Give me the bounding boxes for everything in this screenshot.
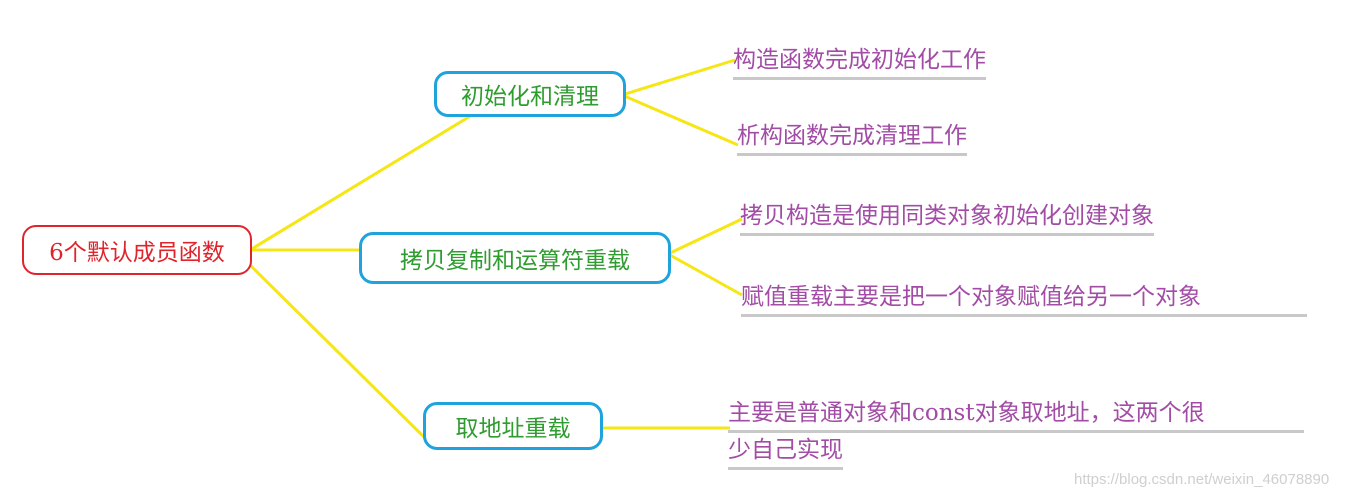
connector-branch-2-to-leaf-2 xyxy=(667,252,743,297)
branch-node-address-of: 取地址重载 xyxy=(423,402,603,450)
connector-branch-2-to-leaf-1 xyxy=(667,217,743,256)
leaf-assignment-overload: 赋值重载主要是把一个对象赋值给另一个对象 xyxy=(741,280,1307,317)
connector-root-to-branch-1 xyxy=(249,113,473,252)
connector-root-to-branch-3 xyxy=(248,263,429,442)
leaf-address-of-overload: 主要是普通对象和const对象取地址，这两个很 少自己实现 xyxy=(728,396,1304,470)
leaf-text-line-2: 少自己实现 xyxy=(728,433,843,470)
branch-node-label: 拷贝复制和运算符重载 xyxy=(400,248,630,274)
leaf-text-line-1: 主要是普通对象和const对象取地址，这两个很 xyxy=(728,396,1304,433)
watermark: https://blog.csdn.net/weixin_46078890 xyxy=(1074,471,1330,488)
leaf-constructor: 构造函数完成初始化工作 xyxy=(733,43,986,80)
root-node-label: 6个默认成员函数 xyxy=(49,240,225,266)
leaf-copy-constructor: 拷贝构造是使用同类对象初始化创建对象 xyxy=(740,199,1154,236)
branch-node-label: 初始化和清理 xyxy=(461,84,599,110)
root-node: 6个默认成员函数 xyxy=(22,225,252,275)
branch-node-copy-assign: 拷贝复制和运算符重载 xyxy=(359,232,671,284)
branch-node-label: 取地址重载 xyxy=(455,416,571,442)
leaf-destructor: 析构函数完成清理工作 xyxy=(737,119,967,156)
branch-node-init-cleanup: 初始化和清理 xyxy=(434,71,626,117)
connector-branch-1-to-leaf-2 xyxy=(621,93,739,147)
connector-branch-1-to-leaf-1 xyxy=(621,58,736,97)
